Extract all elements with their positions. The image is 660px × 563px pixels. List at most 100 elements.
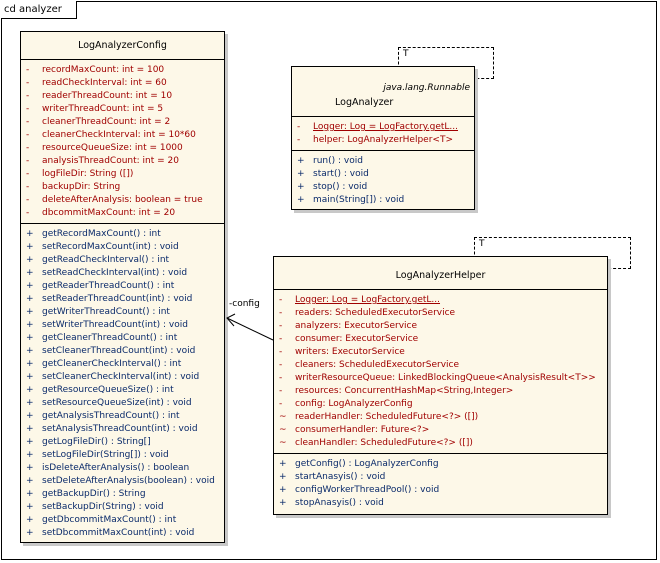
operation-row[interactable]: +isDeleteAfterAnalysis() : boolean bbox=[21, 462, 224, 475]
visibility-marker: - bbox=[279, 399, 283, 409]
attribute-row[interactable]: - resources: ConcurrentHashMap<String,Int… bbox=[274, 385, 607, 398]
operation-row[interactable]: +setReaderThreadCount(int) : void bbox=[21, 293, 224, 306]
attribute-row[interactable]: -logFileDir: String ([]) bbox=[21, 168, 224, 181]
operation-row[interactable]: +getCleanerThreadCount() : int bbox=[21, 332, 224, 345]
operation-signature: setReadCheckInterval(int) : void bbox=[42, 268, 188, 278]
attribute-row[interactable]: - config: LogAnalyzerConfig bbox=[274, 398, 607, 411]
class-log-analyzer[interactable]: java.lang.Runnable LogAnalyzer -Logger: … bbox=[291, 66, 475, 210]
visibility-marker: - bbox=[26, 156, 30, 166]
attribute-row[interactable]: - deleteAfterAnalysis: boolean = true bbox=[21, 194, 224, 207]
attribute-row[interactable]: -readers: ScheduledExecutorService bbox=[274, 307, 607, 320]
visibility-marker: - bbox=[26, 195, 30, 205]
visibility-marker: - bbox=[26, 117, 30, 127]
operation-row[interactable]: +getBackupDir() : String bbox=[21, 488, 224, 501]
class-name: LogAnalyzerHelper bbox=[395, 270, 486, 281]
operation-signature: setAnalysisThreadCount(int) : void bbox=[42, 424, 198, 434]
operation-row[interactable]: +setCleanerCheckInterval(int) : void bbox=[21, 371, 224, 384]
attribute-row[interactable]: - Logger: Log = LogFactory.getL... bbox=[292, 121, 474, 134]
attribute-row[interactable]: -cleanerCheckInterval: int = 10*60 bbox=[21, 129, 224, 142]
visibility-marker: + bbox=[26, 307, 34, 317]
operation-row[interactable]: +getResourceQueueSize() : int bbox=[21, 384, 224, 397]
operation-row[interactable]: +setResourceQueueSize(int) : void bbox=[21, 397, 224, 410]
operation-row[interactable]: +getLogFileDir() : String[] bbox=[21, 436, 224, 449]
attribute-declaration: analysisThreadCount: int = 20 bbox=[42, 156, 179, 166]
attribute-row[interactable]: -dbcommitMaxCount: int = 20 bbox=[21, 207, 224, 220]
operation-row[interactable]: +startAnasyis() : void bbox=[274, 471, 607, 484]
visibility-marker: + bbox=[26, 242, 34, 252]
attribute-row[interactable]: -analyzers: ExecutorService bbox=[274, 320, 607, 333]
operation-row[interactable]: +getCleanerCheckInterval() : int bbox=[21, 358, 224, 371]
attribute-row[interactable]: -readCheckInterval: int = 60 bbox=[21, 77, 224, 90]
visibility-marker: - bbox=[279, 386, 283, 396]
operation-row[interactable]: +start() : void bbox=[292, 168, 474, 181]
operation-signature: getResourceQueueSize() : int bbox=[42, 385, 174, 395]
attribute-row[interactable]: -cleaners: ScheduledExecutorService bbox=[274, 359, 607, 372]
operation-signature: setLogFileDir(String[]) : void bbox=[42, 450, 169, 460]
operation-row[interactable]: +setBackupDir(String) : void bbox=[21, 501, 224, 514]
operation-row[interactable]: +setLogFileDir(String[]) : void bbox=[21, 449, 224, 462]
operation-signature: getRecordMaxCount() : int bbox=[42, 229, 161, 239]
class-log-analyzer-helper[interactable]: LogAnalyzerHelper -Logger: Log = LogFact… bbox=[273, 256, 608, 515]
attributes-section: -Logger: Log = LogFactory.getL...-reader… bbox=[274, 289, 607, 453]
operation-signature: main(String[]) : void bbox=[313, 195, 405, 205]
attribute-declaration: logFileDir: String ([]) bbox=[42, 169, 134, 179]
attribute-declaration: recordMaxCount: int = 100 bbox=[42, 65, 165, 75]
operation-row[interactable]: +setCleanerThreadCount(int) : void bbox=[21, 345, 224, 358]
operation-row[interactable]: +setWriterThreadCount(int) : void bbox=[21, 319, 224, 332]
operation-signature: getLogFileDir() : String[] bbox=[42, 437, 151, 447]
operation-row[interactable]: +getConfig() : LogAnalyzerConfig bbox=[274, 458, 607, 471]
attribute-declaration: resources: ConcurrentHashMap<String,Inte… bbox=[295, 386, 514, 396]
operation-row[interactable]: +setDbcommitMaxCount(int) : void bbox=[21, 527, 224, 540]
attribute-row[interactable]: -cleanerThreadCount: int = 2 bbox=[21, 116, 224, 129]
attribute-row[interactable]: -recordMaxCount: int = 100 bbox=[21, 64, 224, 77]
visibility-marker: - bbox=[297, 122, 301, 132]
attribute-declaration: analyzers: ExecutorService bbox=[295, 321, 418, 331]
visibility-marker: + bbox=[26, 294, 34, 304]
visibility-marker: + bbox=[26, 411, 34, 421]
attribute-declaration: deleteAfterAnalysis: boolean = true bbox=[42, 195, 203, 205]
operation-signature: getReadCheckInterval() : int bbox=[42, 255, 170, 265]
attribute-row[interactable]: -writerResourceQueue: LinkedBlockingQueu… bbox=[274, 372, 607, 385]
operation-row[interactable]: +setDeleteAfterAnalysis(boolean) : void bbox=[21, 475, 224, 488]
operations-section: +getConfig() : LogAnalyzerConfig+startAn… bbox=[274, 453, 607, 513]
attribute-row[interactable]: -readerThreadCount: int = 10 bbox=[21, 90, 224, 103]
attribute-row[interactable]: -resourceQueueSize: int = 1000 bbox=[21, 142, 224, 155]
visibility-marker: ~ bbox=[279, 438, 287, 448]
visibility-marker: + bbox=[26, 489, 34, 499]
class-log-analyzer-config[interactable]: LogAnalyzerConfig -recordMaxCount: int =… bbox=[20, 31, 225, 543]
operation-row[interactable]: +getAnalysisThreadCount() : int bbox=[21, 410, 224, 423]
attribute-row[interactable]: -backupDir: String bbox=[21, 181, 224, 194]
operation-row[interactable]: +setRecordMaxCount(int) : void bbox=[21, 241, 224, 254]
attribute-declaration: resourceQueueSize: int = 1000 bbox=[42, 143, 183, 153]
attribute-row[interactable]: ~readerHandler: ScheduledFuture<?> ([]) bbox=[274, 411, 607, 424]
attribute-row[interactable]: -writerThreadCount: int = 5 bbox=[21, 103, 224, 116]
operation-row[interactable]: +configWorkerThreadPool() : void bbox=[274, 484, 607, 497]
operation-row[interactable]: +getWriterThreadCount() : int bbox=[21, 306, 224, 319]
operation-row[interactable]: +setAnalysisThreadCount(int) : void bbox=[21, 423, 224, 436]
operation-row[interactable]: +stop() : void bbox=[292, 181, 474, 194]
operation-row[interactable]: +setReadCheckInterval(int) : void bbox=[21, 267, 224, 280]
attribute-declaration: Logger: Log = LogFactory.getL... bbox=[313, 122, 459, 132]
attribute-row[interactable]: ~cleanHandler: ScheduledFuture<?> ([]) bbox=[274, 437, 607, 450]
operation-row[interactable]: +getRecordMaxCount() : int bbox=[21, 228, 224, 241]
attribute-row[interactable]: -consumer: ExecutorService bbox=[274, 333, 607, 346]
attribute-declaration: consumerHandler: Future<?> bbox=[295, 425, 430, 435]
attribute-row[interactable]: - analysisThreadCount: int = 20 bbox=[21, 155, 224, 168]
attribute-row[interactable]: ~consumerHandler: Future<?> bbox=[274, 424, 607, 437]
operation-signature: getCleanerThreadCount() : int bbox=[42, 333, 178, 343]
attribute-row[interactable]: -helper: LogAnalyzerHelper<T> bbox=[292, 134, 474, 147]
operation-row[interactable]: +getReadCheckInterval() : int bbox=[21, 254, 224, 267]
visibility-marker: + bbox=[297, 182, 305, 192]
attribute-declaration: readerHandler: ScheduledFuture<?> ([]) bbox=[295, 412, 479, 422]
operation-row[interactable]: +run() : void bbox=[292, 155, 474, 168]
operation-row[interactable]: +getReaderThreadCount() : int bbox=[21, 280, 224, 293]
operation-row[interactable]: +getDbcommitMaxCount() : int bbox=[21, 514, 224, 527]
attribute-declaration: config: LogAnalyzerConfig bbox=[295, 399, 413, 409]
attribute-row[interactable]: -Logger: Log = LogFactory.getL... bbox=[274, 294, 607, 307]
attribute-declaration: readerThreadCount: int = 10 bbox=[42, 91, 173, 101]
attribute-row[interactable]: -writers: ExecutorService bbox=[274, 346, 607, 359]
attribute-declaration: readers: ScheduledExecutorService bbox=[295, 308, 456, 318]
operation-row[interactable]: +stopAnasyis() : void bbox=[274, 497, 607, 510]
operation-row[interactable]: +main(String[]) : void bbox=[292, 194, 474, 207]
